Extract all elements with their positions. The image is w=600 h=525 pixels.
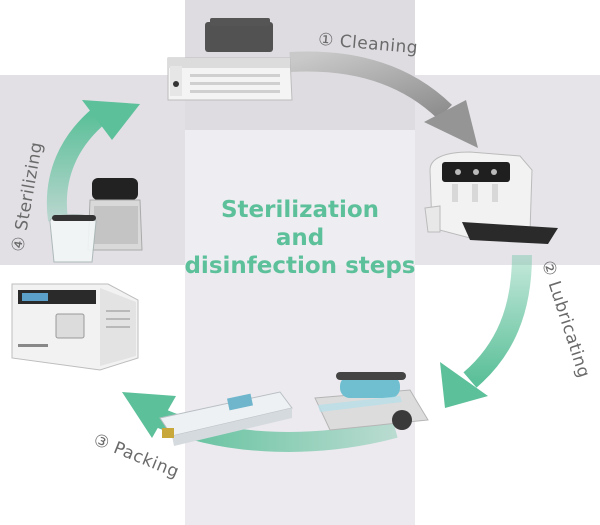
arrow-lubricating-to-packing	[440, 254, 532, 408]
arrow-sterilizing-to-cleaning	[46, 100, 140, 222]
packing-machine-image	[159, 391, 293, 446]
title-line-2: and	[275, 225, 325, 251]
arrow-cleaning-to-lubricating	[289, 51, 478, 148]
water-distiller-image	[49, 178, 143, 263]
ultrasonic-cleaner-image	[167, 18, 293, 101]
title-line-3: disinfection steps	[184, 253, 416, 279]
sealing-machine-image	[314, 372, 429, 431]
lubricating-machine-image	[424, 151, 558, 244]
diagram-title: Sterilization and disinfection steps	[150, 196, 450, 280]
autoclave-image	[11, 283, 139, 371]
title-line-1: Sterilization	[220, 197, 380, 223]
